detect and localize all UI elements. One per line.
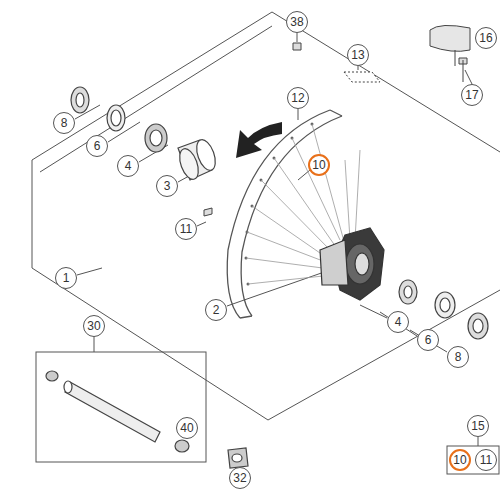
callout-text: 32 [233, 472, 246, 484]
callout-number: 8 [53, 112, 75, 134]
callout-text: 38 [290, 16, 303, 28]
callout-number: 2 [205, 299, 227, 321]
callout-text: 1 [63, 272, 70, 284]
callout-text: 17 [465, 89, 478, 101]
callout-number: 10 [308, 154, 330, 176]
callout-text: 6 [94, 140, 101, 152]
callout-number: 6 [86, 135, 108, 157]
callout-number: 15 [467, 415, 489, 437]
callout-text: 40 [180, 422, 193, 434]
callout-text: 4 [395, 316, 402, 328]
callout-text: 2 [213, 304, 220, 316]
callout-text: 11 [480, 454, 492, 466]
callout-text: 30 [87, 320, 100, 332]
callout-number: 13 [347, 44, 369, 66]
callout-text: 8 [455, 351, 462, 363]
callout-number: 11 [475, 449, 497, 471]
callout-text: 10 [312, 159, 325, 171]
callout-text: 16 [479, 32, 492, 44]
callout-number: 32 [229, 467, 251, 489]
callout-text: 15 [471, 420, 484, 432]
callout-text: 13 [351, 49, 364, 61]
callout-text: 12 [291, 92, 304, 104]
callout-text: 3 [164, 180, 171, 192]
callout-text: 11 [180, 223, 192, 235]
callout-number: 38 [286, 11, 308, 33]
callout-number: 8 [447, 346, 469, 368]
callout-number: 11 [175, 218, 197, 240]
callout-number: 30 [83, 315, 105, 337]
callout-text: 4 [125, 160, 132, 172]
callout-number: 1 [55, 267, 77, 289]
callout-number: 4 [387, 311, 409, 333]
callout-text: 6 [425, 334, 432, 346]
callout-number: 3 [156, 175, 178, 197]
callout-number: 10 [449, 449, 471, 471]
callout-number: 6 [417, 329, 439, 351]
callout-number: 4 [117, 155, 139, 177]
callout-number: 40 [176, 417, 198, 439]
callout-number: 12 [287, 87, 309, 109]
callout-number: 17 [461, 84, 483, 106]
callout-text: 10 [453, 454, 466, 466]
callout-number: 16 [475, 27, 497, 49]
callout-text: 8 [61, 117, 68, 129]
